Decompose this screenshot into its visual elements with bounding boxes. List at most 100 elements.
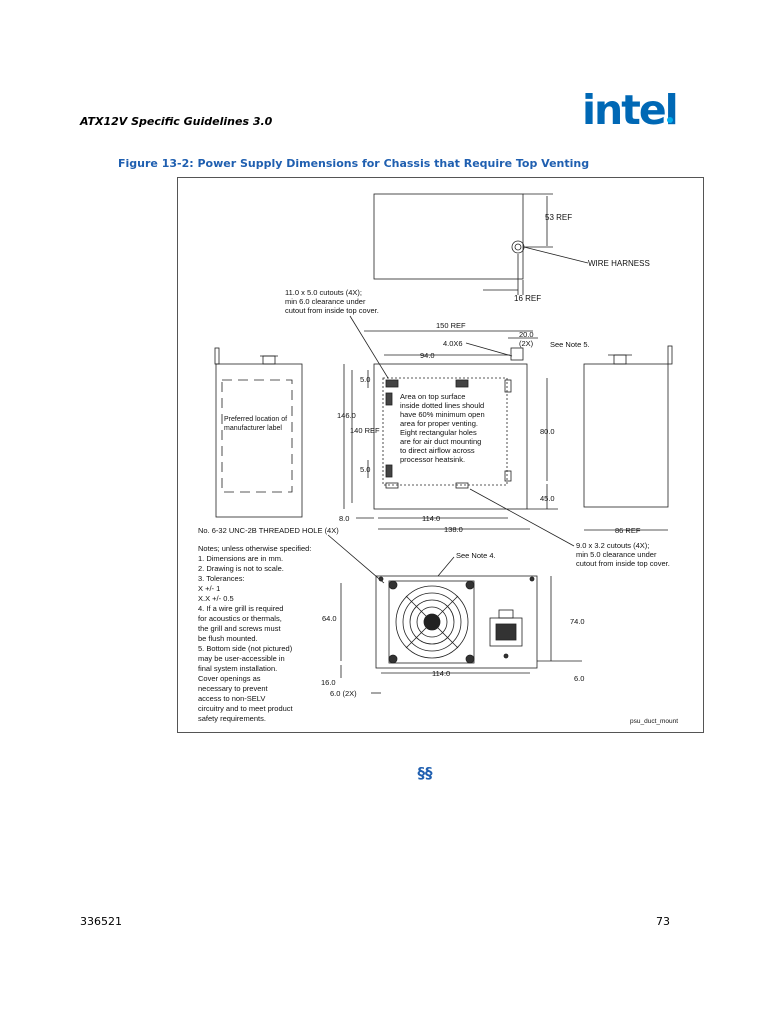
vent-note-line-3: have 60% minimum open (400, 410, 485, 419)
label-2x: (2X) (519, 339, 534, 348)
wire-harness-connector (511, 240, 525, 254)
duct-hole (455, 482, 469, 489)
note-line-10: 5. Bottom side (not pictured) (198, 644, 293, 653)
label-138: 138.0 (444, 525, 463, 534)
cutout-note-line-3: cutout from inside top cover. (285, 306, 379, 315)
note-line-6: 4. If a wire grill is required (198, 604, 283, 613)
figure-caption: Figure 13-2: Power Supply Dimensions for… (118, 157, 590, 170)
note-line-7: for acoustics or thermals, (198, 614, 282, 623)
label-146: 146.0 (337, 411, 356, 420)
vent-note-line-7: to direct airflow across (400, 446, 475, 455)
vent-connector (510, 347, 524, 361)
label-16-ref: 16 REF (514, 294, 541, 303)
duct-hole (455, 379, 469, 388)
cutout-note2-line-2: min 5.0 clearance under (576, 550, 657, 559)
ac-inlet-socket (495, 623, 517, 641)
preferred-label-area (221, 379, 293, 493)
duct-hole (385, 379, 399, 388)
cutout-note-line-1: 11.0 x 5.0 cutouts (4X); (285, 288, 362, 297)
top-view-box (373, 193, 524, 280)
label-74: 74.0 (570, 617, 585, 626)
note-line-0: Notes; unless otherwise specified: (198, 544, 311, 553)
label-6-2x: 6.0 (2X) (330, 689, 357, 698)
vent-note-line-2: inside dotted lines should (400, 401, 484, 410)
label-80: 80.0 (540, 427, 555, 436)
note-line-8: the grill and screws must (198, 624, 281, 633)
label-5-top: 5.0 (360, 375, 370, 384)
fan-guard-outer (395, 585, 469, 659)
fan-guard-ring (402, 592, 462, 652)
fan-frame (388, 580, 475, 664)
label-6: 6.0 (574, 674, 584, 683)
label-drawing-id: psu_duct_mount (630, 718, 678, 725)
leader-line (349, 315, 389, 379)
side-connector (613, 354, 627, 365)
label-114-bottom: 114.0 (432, 669, 450, 678)
left-side-view-box (215, 363, 303, 518)
note-line-4: X +/- 1 (198, 584, 220, 593)
note-line-1: 1. Dimensions are in mm. (198, 554, 283, 563)
note-line-12: final system installation. (198, 664, 277, 673)
label-20: 20.0 (519, 330, 534, 339)
duct-hole (504, 470, 512, 482)
cutout-note2-line-3: cutout from inside top cover. (576, 559, 670, 568)
leader-line (469, 488, 575, 547)
note-line-2: 2. Drawing is not to scale. (198, 564, 284, 573)
label-16: 16.0 (321, 678, 336, 687)
cutout-note-line-2: min 6.0 clearance under (285, 297, 366, 306)
leader-line (437, 556, 455, 577)
duct-hole (385, 482, 399, 489)
preferred-label-line-2: manufacturer label (224, 425, 282, 432)
top-surface-box (373, 363, 528, 510)
power-switch (498, 609, 514, 619)
label-threaded-hole: No. 6-32 UNC-2B THREADED HOLE (4X) (198, 526, 339, 535)
label-8: 8.0 (339, 514, 349, 523)
leader-line (327, 534, 385, 584)
fan-guard-strut (405, 595, 459, 649)
threaded-hole (378, 576, 384, 582)
vent-note-line-4: area for proper venting. (400, 419, 478, 428)
section-end-mark: §§ (417, 764, 433, 782)
side-tab (667, 345, 673, 365)
document-header-title: ATX12V Specific Guidelines 3.0 (80, 115, 273, 128)
label-53-ref: 53 REF (545, 213, 572, 222)
document-number: 336521 (80, 915, 122, 928)
fan-guard-ring (416, 606, 448, 638)
vent-note-line-8: processor heatsink. (400, 455, 465, 464)
leader-line (523, 246, 589, 264)
label-see-note-4: See Note 4. (456, 551, 496, 560)
label-4x6: 4.0X6 (443, 339, 463, 348)
note-line-3: 3. Tolerances: (198, 574, 245, 583)
note-line-16: circuitry and to meet product (198, 704, 294, 713)
duct-hole (504, 379, 512, 393)
vent-note-line-5: Eight rectangular holes (400, 428, 477, 437)
intel-logo: intel (582, 86, 679, 134)
right-side-view-box (583, 363, 669, 508)
label-wire-harness: WIRE HARNESS (588, 259, 650, 268)
side-tab (214, 347, 220, 365)
threaded-hole (529, 576, 535, 582)
wire-harness-connector-inner (514, 243, 522, 251)
psu-dimension-drawing: 53 REF WIRE HARNESS 16 REF 11.0 x 5.0 cu… (177, 177, 704, 733)
psu-dimension-svg: 53 REF WIRE HARNESS 16 REF 11.0 x 5.0 cu… (198, 193, 678, 725)
page-number: 73 (656, 915, 670, 928)
vent-note-line-1: Area on top surface (400, 392, 465, 401)
duct-hole (385, 392, 393, 406)
fan-screw (388, 654, 398, 664)
vent-note-line-6: are for air duct mounting (400, 437, 481, 446)
front-view-box (375, 575, 538, 669)
preferred-label-line-1: Preferred location of (224, 416, 287, 423)
side-connector (262, 355, 276, 365)
label-see-note-5: See Note 5. (550, 340, 590, 349)
note-line-11: may be user-accessible in (198, 654, 285, 663)
fan-screw (465, 654, 475, 664)
note-line-13: Cover openings as (198, 674, 261, 683)
venting-area (382, 377, 508, 486)
fan-guard-ring (409, 599, 455, 645)
note-line-5: X.X +/- 0.5 (198, 594, 234, 603)
label-86-ref: 86 REF (615, 526, 641, 535)
label-114-top: 114.0 (422, 514, 440, 523)
label-94: 94.0 (420, 351, 435, 360)
fan-screw (388, 580, 398, 590)
note-line-15: access to non-SELV (198, 694, 265, 703)
